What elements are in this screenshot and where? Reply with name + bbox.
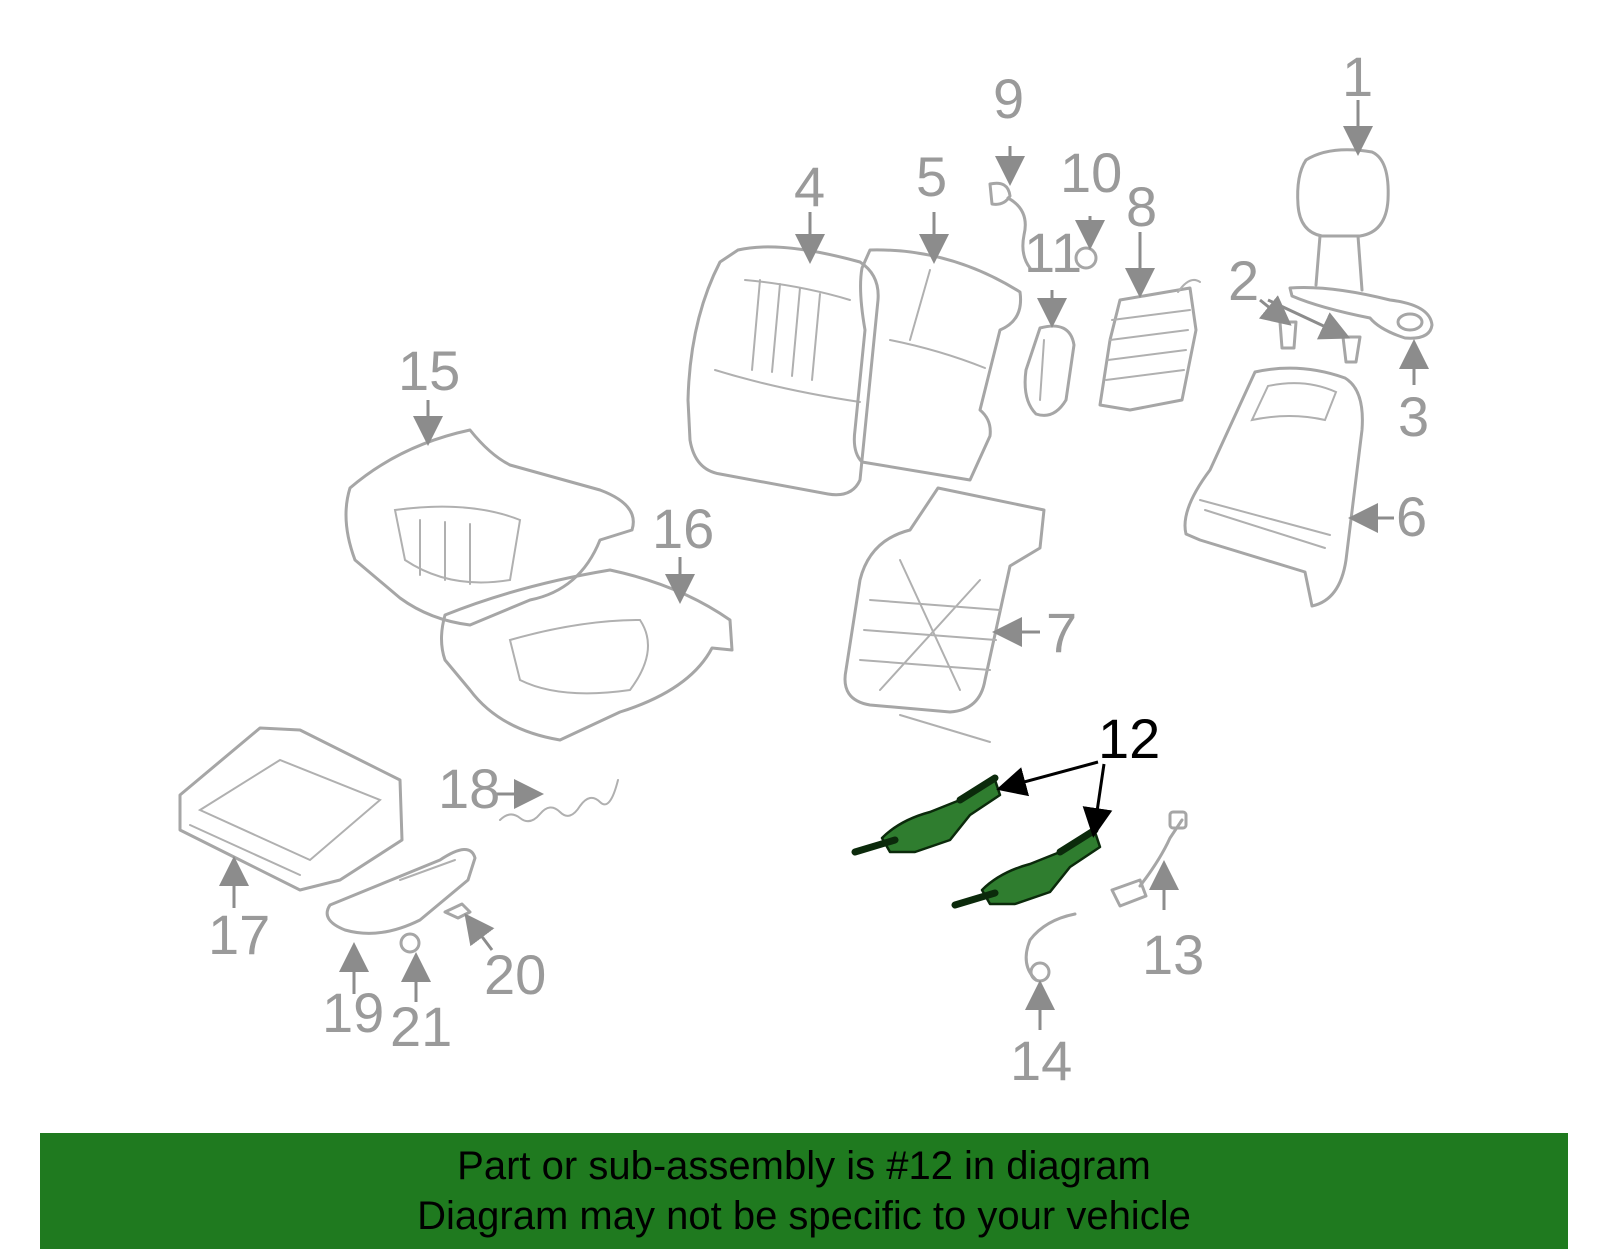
hose bbox=[1024, 912, 1077, 983]
callout-18: 18 bbox=[438, 757, 500, 820]
callout-10: 10 bbox=[1060, 141, 1122, 204]
bracket bbox=[1288, 286, 1434, 340]
callout-14: 14 bbox=[1010, 1029, 1072, 1092]
callout-20: 20 bbox=[484, 943, 546, 1006]
side-cover bbox=[325, 848, 477, 935]
headrest-guides bbox=[1278, 320, 1362, 364]
callout-5: 5 bbox=[916, 145, 947, 208]
cable bbox=[499, 779, 619, 823]
callout-9: 9 bbox=[993, 67, 1024, 130]
callout-19: 19 bbox=[322, 981, 384, 1044]
callout-2: 2 bbox=[1228, 249, 1259, 312]
callout-6: 6 bbox=[1396, 485, 1427, 548]
callout-12: 12 bbox=[1098, 707, 1160, 770]
seat-frame bbox=[178, 726, 404, 892]
callout-21: 21 bbox=[390, 995, 452, 1058]
callout-15: 15 bbox=[398, 339, 460, 402]
callout-7: 7 bbox=[1046, 601, 1077, 664]
parts-diagram: 1 2 3 4 5 6 7 8 9 10 11 12 13 14 15 16 1… bbox=[178, 45, 1434, 1092]
seat-back-frame bbox=[1183, 366, 1364, 608]
callout-labels: 1 2 3 4 5 6 7 8 9 10 11 12 13 14 15 16 1… bbox=[208, 45, 1429, 1092]
info-banner: Part or sub-assembly is #12 in diagram D… bbox=[40, 1133, 1568, 1249]
callout-16: 16 bbox=[652, 497, 714, 560]
lumbar-knob bbox=[1023, 324, 1076, 417]
screw bbox=[443, 902, 472, 920]
wiring-harness bbox=[1110, 810, 1188, 908]
banner-line-1: Part or sub-assembly is #12 in diagram bbox=[457, 1144, 1151, 1188]
seat-back-pad bbox=[852, 248, 1023, 482]
seat-back-cover bbox=[686, 245, 880, 497]
callout-11: 11 bbox=[1024, 221, 1082, 284]
banner-line-2: Diagram may not be specific to your vehi… bbox=[417, 1194, 1191, 1238]
headrest bbox=[1296, 148, 1390, 292]
callout-1: 1 bbox=[1342, 45, 1373, 108]
spring-frame bbox=[843, 486, 1046, 743]
seat-adjuster-highlighted[interactable] bbox=[851, 774, 1102, 909]
seat-cushion-cover bbox=[344, 428, 635, 627]
seat-cushion-pad bbox=[440, 568, 734, 742]
callout-17: 17 bbox=[208, 903, 270, 966]
callout-4: 4 bbox=[794, 155, 825, 218]
cap bbox=[399, 932, 421, 954]
callout-8: 8 bbox=[1126, 175, 1157, 238]
callout-3: 3 bbox=[1398, 385, 1429, 448]
callout-13: 13 bbox=[1142, 923, 1204, 986]
lumbar-support bbox=[1098, 279, 1201, 412]
leader-lines bbox=[219, 100, 1429, 1030]
